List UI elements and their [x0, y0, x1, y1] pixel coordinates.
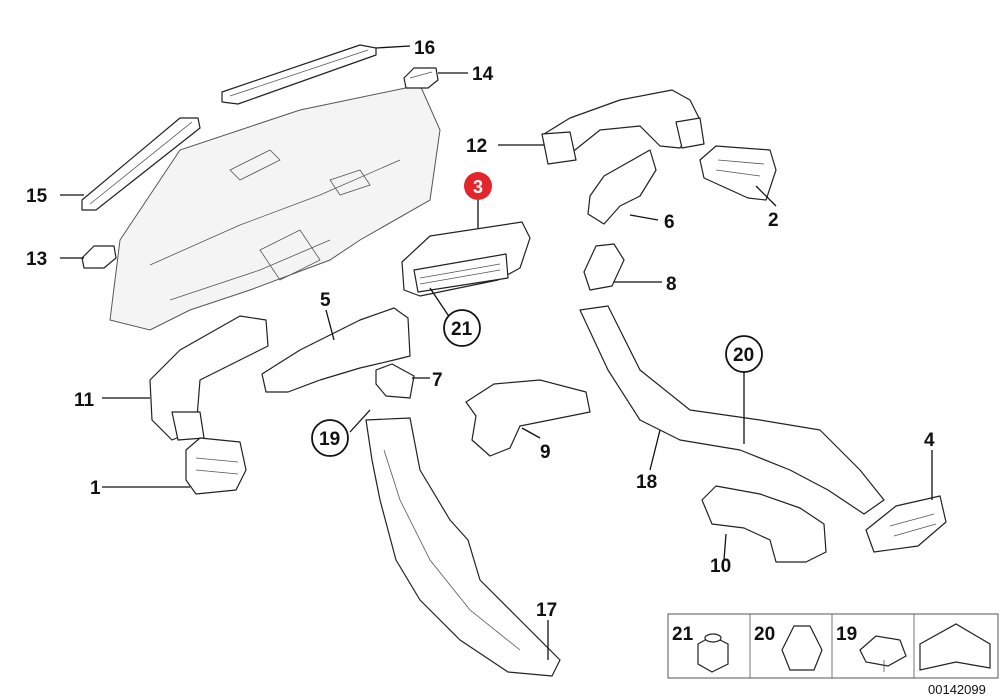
part-10-rear-duct[interactable] — [701, 485, 827, 563]
callout-21-circle: 21 — [443, 309, 481, 347]
part-9-rear-duct[interactable] — [465, 379, 591, 457]
dashboard-outline — [109, 84, 441, 331]
part-11-left-duct[interactable] — [149, 315, 269, 441]
callout-4: 4 — [924, 430, 935, 451]
callout-19-circle: 19 — [311, 419, 349, 457]
callout-10: 10 — [710, 556, 731, 577]
part-15-side-strip[interactable] — [81, 117, 201, 211]
callout-16: 16 — [414, 38, 435, 59]
nut-icon — [697, 633, 729, 673]
callout-3: 3 — [473, 177, 483, 197]
clip-icon — [859, 635, 907, 672]
legend-label-21: 21 — [672, 624, 694, 645]
callout-9: 9 — [540, 442, 551, 463]
part-8-duct-connector[interactable] — [583, 243, 625, 291]
reference-number: 00142099 — [928, 682, 986, 697]
arrow-icon — [919, 623, 991, 671]
part-13-side-vent[interactable] — [81, 245, 117, 269]
callout-11: 11 — [74, 390, 95, 411]
fastener-legend: 21 20 19 — [667, 613, 999, 679]
callout-2: 2 — [768, 210, 779, 231]
part-3-center-vent[interactable] — [401, 221, 531, 297]
callout-12: 12 — [466, 136, 487, 157]
callout-18: 18 — [636, 472, 657, 493]
callout-19: 19 — [319, 429, 340, 450]
part-18-floor-duct[interactable] — [579, 305, 885, 515]
part-1-left-vent[interactable] — [185, 437, 247, 495]
callout-5: 5 — [320, 290, 331, 311]
callout-3-highlight: 3 — [464, 172, 492, 200]
leader-lines — [60, 45, 933, 660]
callout-7: 7 — [432, 370, 443, 391]
callout-8: 8 — [666, 274, 677, 295]
part-12-upper-duct[interactable] — [541, 89, 705, 165]
clip-nut-icon — [781, 625, 823, 671]
callout-14: 14 — [472, 64, 494, 85]
callout-6: 6 — [664, 212, 675, 233]
part-16-defroster-strip[interactable] — [221, 44, 377, 105]
callout-13: 13 — [26, 249, 47, 270]
part-14-side-vent[interactable] — [403, 67, 439, 89]
part-7-duct-connector[interactable] — [375, 363, 415, 399]
part-5-center-duct[interactable] — [261, 307, 411, 393]
callout-21: 21 — [451, 319, 473, 340]
callout-labels: 16 14 15 13 12 2 6 8 5 7 11 1 9 18 10 17… — [26, 38, 935, 621]
callout-1: 1 — [90, 478, 101, 499]
part-4-rear-vent[interactable] — [865, 495, 947, 553]
part-6-duct-connector[interactable] — [587, 149, 657, 225]
legend-label-20: 20 — [754, 624, 775, 645]
part-2-right-vent[interactable] — [699, 145, 777, 201]
legend-label-19: 19 — [836, 624, 857, 645]
callout-17: 17 — [536, 600, 557, 621]
callout-20: 20 — [733, 345, 754, 366]
callout-15: 15 — [26, 186, 48, 207]
callout-20-circle: 20 — [725, 335, 763, 373]
part-17-floor-duct[interactable] — [365, 417, 561, 677]
